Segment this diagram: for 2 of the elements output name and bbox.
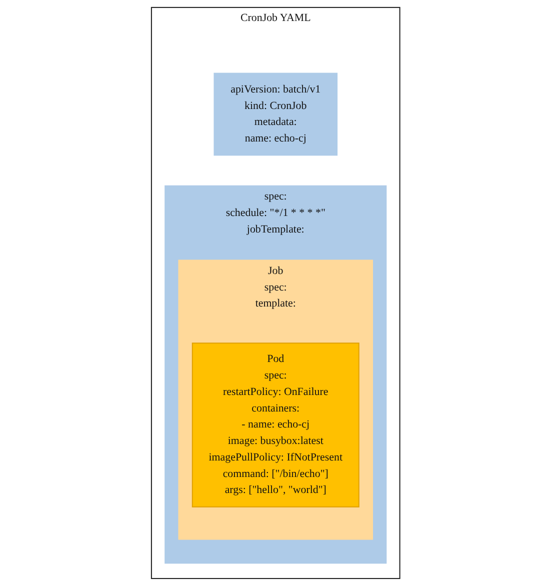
node-box: apiVersion: batch/v1 kind: CronJob metadata: name: echo-cj — [214, 72, 338, 156]
node-box: Pod spec: restartPolicy: OnFailure containers: - name: echo-cj image: busybox:latest imagePullPolicy: IfNotPresent command: ["/bin/echo"] args: ["hello", "world"] — [192, 342, 360, 508]
